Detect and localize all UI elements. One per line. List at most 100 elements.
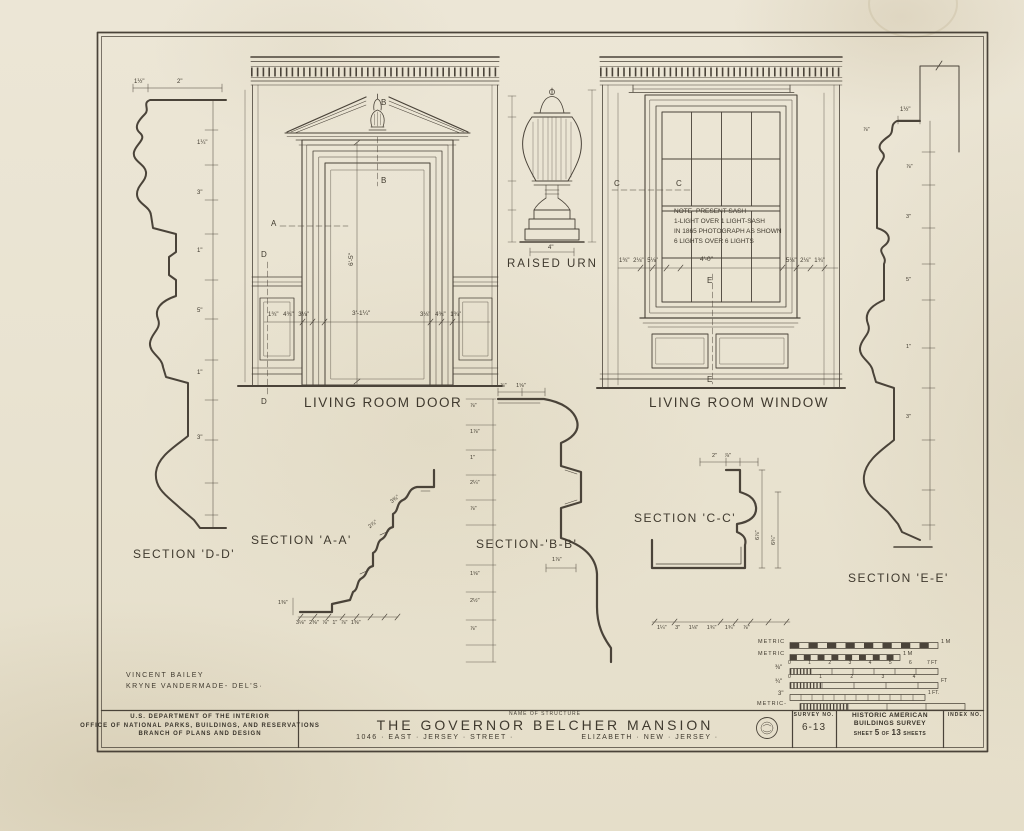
section-cc-profile (650, 457, 791, 626)
survey-no-label: SURVEY NO. (793, 712, 835, 718)
section-dd-profile (132, 83, 227, 529)
ee-side-dim: ⅞" (906, 164, 913, 170)
ref-letter-c-left: C (614, 179, 621, 188)
structure-city: ELIZABETH · NEW · JERSEY · (581, 734, 719, 741)
bb-left-dim: ⅞" (470, 506, 477, 512)
index-no-label: INDEX NO. (947, 712, 983, 718)
dd-side-dim: 1" (197, 370, 203, 376)
scale-row4-numbers: 0 1 2 3 4 (788, 674, 916, 680)
scale-row3-numbers: 0 1 2 3 4 5 6 (788, 660, 912, 666)
agency-line2: OFFICE OF NATIONAL PARKS, BUILDINGS, AND… (80, 722, 320, 729)
ref-letter-d-bottom: D (261, 397, 268, 406)
window-elevation (596, 56, 846, 389)
window-note-line3: IN 1865 PHOTOGRAPH AS SHOWN (674, 228, 782, 235)
bb-inner-dim: 1⅞" (552, 557, 562, 563)
structure-name: THE GOVERNOR BELCHER MANSION (376, 717, 714, 733)
agency-line3: BRANCH OF PLANS AND DESIGN (138, 731, 262, 737)
ee-top-dim: 1½" (900, 107, 911, 113)
ref-letter-b-top: B (381, 98, 388, 107)
bb-left-dim: 2¼" (470, 480, 480, 486)
scale-row3-label: ⅜" (775, 665, 783, 671)
scale-row2-label: METRIC (758, 651, 786, 657)
dd-top-dim-1: 1½" (134, 79, 145, 85)
habs-line1: HISTORIC AMERICAN (851, 712, 929, 719)
section-ee-profile (858, 60, 960, 548)
sheet-number: 5 (874, 728, 880, 737)
section-bb-profile (465, 387, 613, 664)
dd-side-dim: 1¼" (197, 140, 208, 146)
cc-vert-dim-2: 6¾" (771, 535, 777, 545)
window-width-dim: 4'-0" (700, 256, 713, 263)
ee-side-dim: 3" (906, 214, 912, 220)
section-ee-title: SECTION 'E-E' (848, 571, 949, 585)
bb-top-dims: ⅞" 1⅝" (500, 383, 526, 389)
survey-no-value: 6-13 (801, 722, 827, 733)
name-of-structure-label: NAME OF STRUCTURE (509, 711, 581, 717)
window-title: LIVING ROOM WINDOW (649, 395, 829, 410)
door-width-dim: 3'-1¼" (352, 310, 371, 317)
cc-top-dims: 2" ⅞" (712, 453, 732, 459)
habs-sheet-line: SHEET 5 OF 13 SHEETS (854, 729, 927, 737)
bb-left-dim: 1⅝" (470, 571, 480, 577)
habs-line2: BUILDINGS SURVEY (853, 720, 927, 727)
aa-left-dim: 1⅜" (278, 600, 288, 606)
sheet-border (96, 31, 989, 753)
agency-line1: U.S. DEPARTMENT OF THE INTERIOR (130, 714, 270, 720)
title-block-rules (100, 709, 985, 749)
bb-left-dim: 1⅞" (470, 429, 480, 435)
window-right-jamb-dims: 5⅛" 2⅛" 1¾" (786, 258, 825, 264)
aa-bottom-dims: 3⅛" 2⅜" ⅞" 1" ⅞" 1⅜" (296, 620, 361, 626)
dd-side-dim: 1" (197, 248, 203, 254)
bb-left-dim: ⅞" (470, 626, 477, 632)
ee-side-dim: 1" (906, 344, 912, 350)
sheet-prefix: SHEET (853, 731, 873, 737)
scale-row3-end: 7 FT (927, 660, 938, 666)
sheet-total: 13 (891, 728, 902, 737)
scale-bars (789, 642, 966, 711)
section-aa-title: SECTION 'A-A' (251, 533, 352, 547)
bb-left-dim: 1" (470, 455, 476, 461)
section-dd-title: SECTION 'D-D' (133, 547, 236, 561)
scale-row6-label: METRIC- (757, 701, 787, 707)
dd-side-dim: 3" (197, 435, 203, 441)
scale-row4-label: ¾" (775, 679, 783, 685)
window-note-line4: 6 LIGHTS OVER 6 LIGHTS (674, 238, 754, 245)
window-note-line2: 1-LIGHT OVER 1 LIGHT-SASH (674, 218, 765, 225)
credit-line2: KRYNE VANDERMADE- DEL'S· (126, 683, 264, 690)
door-left-jamb-dims: 1¾" 4¾" 3⅛" (268, 312, 309, 318)
scale-row5-end: 1 FT. (928, 690, 940, 696)
section-aa-profile (292, 468, 436, 621)
window-left-jamb-dims: 1¾" 2⅛" 5⅛" (619, 258, 658, 264)
survey-stamp (756, 717, 778, 739)
bb-left-dim: ⅞" (470, 403, 477, 409)
urn-width-dim: 4" (548, 245, 554, 251)
door-elevation (237, 56, 503, 397)
cc-vert-dim-1: 6⅞" (755, 530, 761, 540)
scale-row2-end: 1 M (903, 651, 913, 657)
ee-side-dim: 3" (906, 414, 912, 420)
ee-small-dim: ⅞" (863, 127, 870, 133)
door-title: LIVING ROOM DOOR (304, 395, 463, 410)
scale-row5-label: 3" (778, 691, 784, 697)
urn-detail (507, 87, 597, 257)
ref-letter-c-right: C (676, 179, 683, 188)
dd-side-dim: 3" (197, 190, 203, 196)
window-note-line1: NOTE- PRESENT SASH (674, 208, 747, 215)
ref-letter-b-bottom: B (381, 176, 388, 185)
sheet-of: OF (881, 731, 890, 737)
credit-line1: VINCENT BAILEY (126, 672, 205, 679)
sheet-suffix: SHEETS (903, 731, 927, 737)
section-cc-title: SECTION 'C-C' (634, 511, 737, 525)
ref-letter-e-bottom: E (707, 375, 714, 384)
ref-letter-a: A (271, 219, 278, 228)
dd-side-dim: 5" (197, 308, 203, 314)
door-height-dim: 6'-5" (348, 253, 355, 266)
ref-letter-d-top: D (261, 250, 268, 259)
ee-side-dim: 5" (906, 277, 912, 283)
scale-row1-label: METRIC (758, 639, 786, 645)
scale-row1-end: 1 M (941, 639, 951, 645)
section-bb-title: SECTION-'B-B' (476, 537, 578, 551)
door-right-jamb-dims: 3⅛" 4¾" 1¾" (420, 312, 461, 318)
